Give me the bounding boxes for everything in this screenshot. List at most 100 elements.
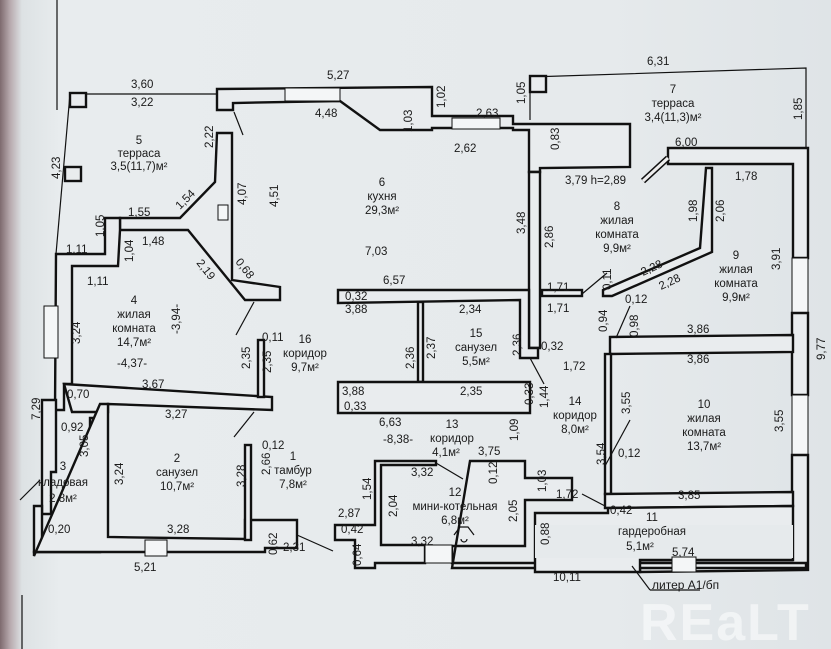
door-swing-entry	[296, 534, 334, 552]
room-13: 13 коридор 4,1м²	[430, 419, 474, 459]
dim: 0,32	[345, 291, 367, 303]
dim: 0,20	[48, 524, 70, 536]
dim: 1,48	[142, 236, 164, 248]
dim: 3,85	[678, 490, 700, 502]
dim: 2,62	[454, 143, 476, 155]
room-area: 2,8м²	[49, 493, 77, 505]
room-number: 15	[470, 328, 483, 340]
dim: 0,12	[618, 448, 640, 460]
room-area: 13,7м²	[687, 441, 721, 453]
dim: 2,22	[204, 126, 216, 148]
wall-corridor16-bottom	[336, 380, 532, 415]
dim: 6,31	[647, 56, 669, 68]
window-room9	[791, 257, 809, 314]
dim: 0,92	[61, 422, 83, 434]
room-3: 3 кладовая 2,8м²	[38, 461, 88, 505]
room-number: 4	[131, 295, 138, 307]
room-6: 6 кухня 29,3м²	[365, 177, 399, 217]
dim: 3,24	[71, 321, 83, 344]
door-swing-corridor14	[529, 357, 545, 385]
room-name: санузел	[156, 467, 198, 479]
wall-top-kitchen	[215, 85, 632, 174]
dim: 1,05	[95, 215, 107, 237]
dim: 3,91	[771, 248, 783, 270]
dim: 4,51	[269, 185, 281, 207]
dim: 7,29	[31, 398, 43, 420]
window-boiler	[424, 544, 453, 564]
dim: 0,12	[625, 294, 647, 306]
room-name: коридор	[283, 348, 327, 360]
dim: 0,11	[262, 332, 284, 344]
watermark-logo: REaLT	[640, 594, 811, 649]
door-swing-boiler	[435, 462, 464, 480]
dim: 4,23	[51, 157, 63, 179]
dim: 1,05	[516, 82, 528, 104]
dim: 3,67	[142, 379, 164, 391]
dim: 0,33	[344, 401, 366, 413]
fireplace-vent	[217, 204, 229, 221]
room-number: 5	[136, 135, 142, 147]
boiler-icon	[453, 526, 475, 543]
door-swing-room4	[235, 301, 255, 336]
dim: 3,24	[114, 462, 126, 485]
room-name-2: комната	[714, 278, 758, 290]
dim: 3,54	[596, 442, 608, 465]
room-name: мини-котельная	[412, 501, 497, 513]
dim: 1,78	[735, 171, 757, 183]
dim: 0,94	[598, 309, 610, 332]
room-4: 4 жилая комната 14,7м²	[112, 295, 156, 349]
room-name: жилая	[719, 264, 752, 276]
room-name: тамбур	[274, 465, 312, 477]
dim: 2,06	[715, 200, 727, 222]
dim: 4,07	[237, 183, 249, 205]
dim: 2,66	[261, 453, 273, 475]
dim: 5,74	[672, 547, 695, 559]
dim: 0,64	[352, 543, 364, 566]
dim: 1,72	[563, 361, 585, 373]
wall-kitchen-bottom	[336, 288, 540, 360]
dim: 2,36	[405, 347, 417, 369]
window-room4	[43, 305, 59, 359]
dim: 2,05	[508, 500, 520, 522]
door-swing-room8	[581, 272, 608, 295]
wall-bath15-left	[416, 300, 425, 384]
wall-room9-bottom	[608, 333, 795, 356]
dim: 2,35	[460, 386, 482, 398]
dim: 1,71	[547, 282, 569, 294]
room-area: 6,8м²	[441, 515, 469, 527]
dim: 3,32	[411, 467, 433, 479]
room-name-2: комната	[112, 323, 156, 335]
door-swing-kitchen	[233, 111, 244, 136]
room-area: 9,9м²	[603, 243, 631, 255]
dim: 2,63	[476, 108, 498, 120]
dim: -8,38-	[383, 434, 413, 446]
door-swing-room10	[604, 419, 631, 467]
dim: 1,11	[66, 244, 88, 256]
room-number: 2	[174, 453, 180, 465]
room-number: 8	[614, 201, 620, 213]
room-area: 9,9м²	[722, 292, 750, 304]
wall-partition-1	[256, 338, 266, 399]
room-name: жилая	[600, 215, 633, 227]
room-8: 8 жилая комната 9,9м²	[595, 201, 639, 255]
dim: 3,88	[345, 304, 367, 316]
dim: 5,21	[134, 562, 156, 574]
dim: 3,28	[167, 524, 189, 536]
dim: 9,77	[816, 338, 828, 360]
dim: 3,86	[687, 324, 709, 336]
dim: -4,37-	[117, 358, 147, 370]
dim: 7,03	[365, 246, 387, 258]
dim: 2,04	[388, 494, 400, 517]
room-7: 7 терраса 3,4(11,3)м²	[645, 84, 702, 124]
dim: 6,57	[383, 275, 405, 287]
room-number: 12	[449, 487, 462, 499]
dim: 1,85	[793, 98, 805, 120]
dim: 2,35	[262, 351, 274, 373]
room-9: 9 жилая комната 9,9м²	[714, 250, 758, 304]
dim: 0,42	[610, 505, 632, 517]
dim: 1,98	[688, 200, 700, 222]
wall-room9-partition	[601, 166, 714, 298]
dim: 3,22	[131, 97, 153, 109]
room-name: жилая	[117, 309, 150, 321]
